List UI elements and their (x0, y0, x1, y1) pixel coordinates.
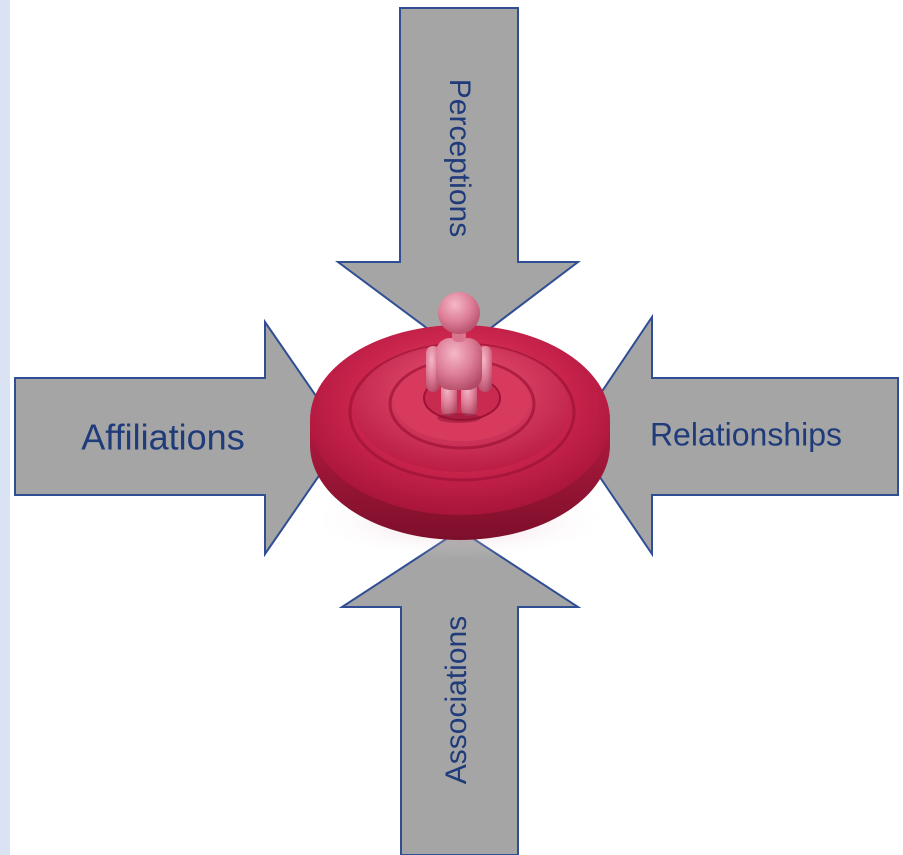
left-arrow: Affiliations (14, 318, 347, 558)
bottom-arrow: Associations (338, 528, 582, 855)
bottom-arrow-label: Associations (440, 616, 473, 784)
side-strip (0, 0, 10, 855)
person-on-target-icon (310, 292, 610, 560)
right-arrow: Relationships (570, 313, 899, 558)
left-arrow-label: Affiliations (81, 417, 244, 458)
person-figure (426, 292, 492, 423)
top-arrow-label: Perceptions (443, 79, 476, 237)
top-arrow: Perceptions (334, 7, 581, 354)
right-arrow-label: Relationships (650, 416, 842, 452)
